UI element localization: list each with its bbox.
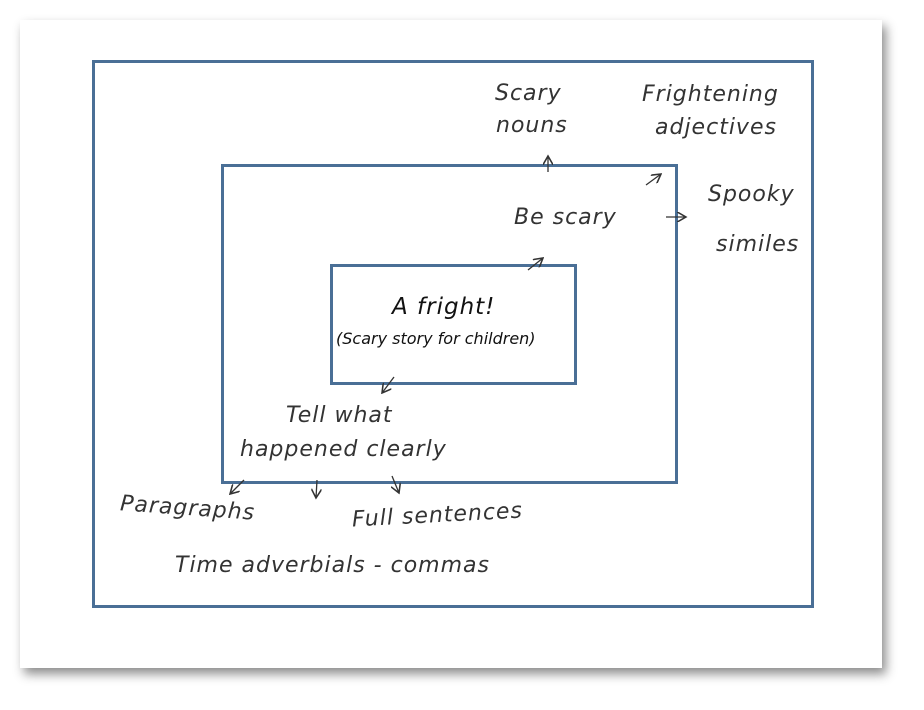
arrow-to-frightening <box>645 174 661 186</box>
diagram-page <box>20 20 882 668</box>
arrow-to-time-adverbials <box>316 479 317 498</box>
tell-what-label-1: Tell what <box>286 403 393 428</box>
arrow-to-be-scary <box>527 258 543 271</box>
arrow-to-paragraphs <box>230 479 245 494</box>
be-scary-label: Be scary <box>514 205 617 230</box>
time-adverbials-label: Time adverbials - commas <box>175 553 490 578</box>
spooky-label-1: Spooky <box>708 182 795 207</box>
tell-what-label-2: happened clearly <box>240 437 447 462</box>
frightening-label-1: Frightening <box>642 82 779 107</box>
outer-box <box>92 60 814 608</box>
middle-box <box>221 164 678 484</box>
center-title: A fright! <box>392 294 496 320</box>
inner-box <box>330 264 577 385</box>
center-subtitle: (Scary story for children) <box>336 329 536 348</box>
arrow-to-full-sentences <box>392 475 399 493</box>
arrow-to-tell-what <box>382 376 395 393</box>
scary-nouns-label-1: Scary <box>495 81 562 106</box>
scary-nouns-label-2: nouns <box>496 113 568 138</box>
spooky-label-2: similes <box>716 232 800 257</box>
frightening-label-2: adjectives <box>655 115 777 140</box>
